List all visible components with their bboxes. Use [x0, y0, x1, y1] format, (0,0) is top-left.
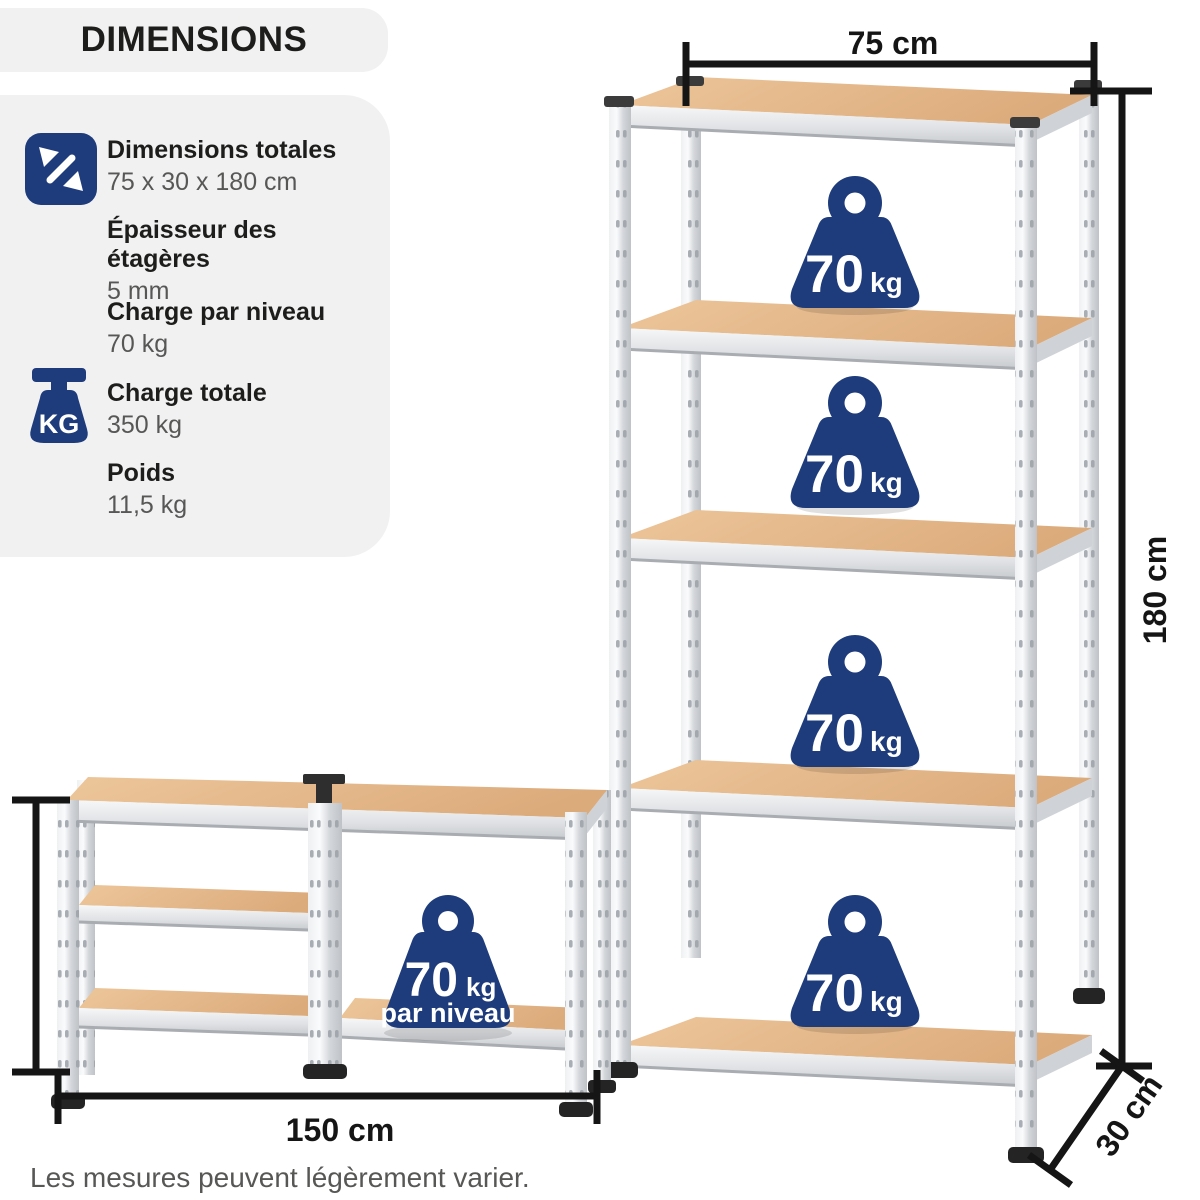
front-right-post: [1008, 122, 1044, 1163]
spec-item-total-load: Charge totale 350 kg: [107, 379, 382, 440]
footnote: Les mesures peuvent légèrement varier.: [30, 1162, 530, 1193]
spec-label: Épaisseur des étagères: [107, 216, 277, 273]
front-left-post: [602, 100, 638, 1078]
dim-width-label: 75 cm: [848, 25, 939, 61]
dim-height-label: 180 cm: [1137, 536, 1173, 645]
bench-badge-note: par niveau: [380, 998, 515, 1028]
bench-unit: 70 kg par niveau: [51, 774, 616, 1117]
dim-width-line: [682, 42, 1098, 106]
dim-depth-line: [1026, 1048, 1146, 1188]
spec-value: 350 kg: [107, 411, 183, 439]
spec-item-load-per-level: Charge par niveau 70 kg: [107, 298, 382, 359]
bench-badge-unit: kg: [466, 972, 496, 1002]
spec-item-thickness: Épaisseur des étagères 5 mm: [107, 216, 382, 306]
spec-item-weight: Poids 11,5 kg: [107, 459, 382, 520]
spec-item-dimensions: Dimensions totales 75 x 30 x 180 cm: [107, 136, 382, 197]
tall-shelf-unit: [602, 76, 1105, 1163]
spec-label: Charge par niveau: [107, 298, 326, 326]
bench-weight-badge: 70 kg par niveau: [380, 895, 516, 1041]
shelf-badge-4: [790, 895, 920, 1034]
spec-label: Poids: [107, 459, 176, 487]
bench-badge-value: 70: [405, 954, 458, 1007]
dim-bench-width-label: 150 cm: [286, 1112, 395, 1148]
foot: [1073, 988, 1105, 1004]
kg-weight-icon: KG: [30, 368, 88, 443]
shelf-badge-3: [790, 635, 920, 774]
bench-middle-shelf: [78, 885, 322, 932]
bench-front-posts: [51, 800, 593, 1117]
shelf-boards: [619, 77, 1092, 1088]
spec-panel: KG Dimensions totales 75 x 30 x 180 cm É…: [0, 95, 390, 557]
kg-icon-label: KG: [39, 409, 80, 439]
spec-value: 11,5 kg: [107, 491, 188, 519]
spec-value: 70 kg: [107, 330, 169, 358]
page-title: DIMENSIONS: [80, 20, 308, 59]
shelf-badge-2: [790, 376, 920, 515]
title-banner: DIMENSIONS: [0, 8, 388, 72]
shelf-badge-1: [790, 176, 920, 315]
spec-label: Charge totale: [107, 379, 267, 407]
spec-label: Dimensions totales: [107, 136, 337, 164]
dim-depth-label: 30 cm: [1088, 1068, 1170, 1163]
diagonal-arrows-icon: [25, 133, 97, 205]
dim-bench-width-line: [54, 1070, 601, 1124]
spec-value: 5 mm: [107, 277, 170, 305]
spec-value: 75 x 30 x 180 cm: [107, 168, 298, 196]
